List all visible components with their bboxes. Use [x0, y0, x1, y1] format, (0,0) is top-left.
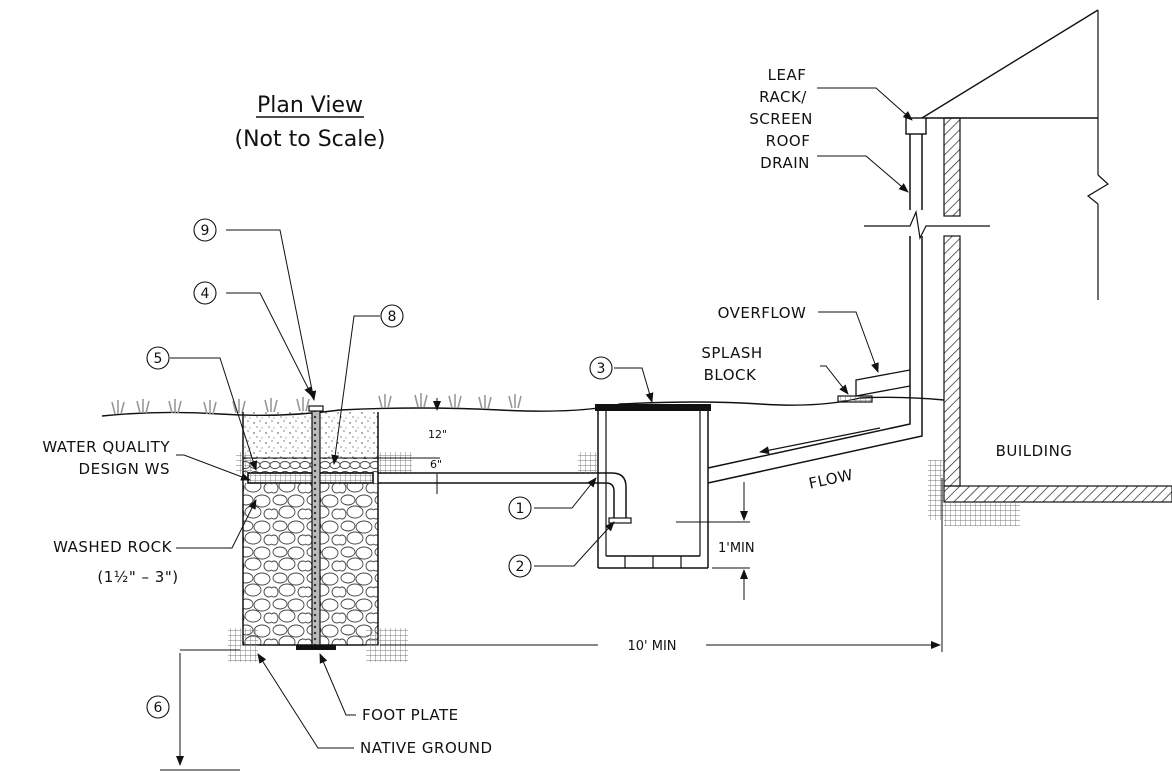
label-wq-2: DESIGN WS [79, 460, 170, 478]
label-building: BUILDING [996, 442, 1073, 460]
pipe-cap [308, 405, 324, 412]
leaf-rack-screen [905, 117, 927, 135]
title-group: Plan View (Not to Scale) [235, 93, 386, 152]
label-wq-1: WATER QUALITY [42, 438, 170, 456]
label-splash-1: SPLASH [701, 344, 762, 362]
label-leaf-1: LEAF [768, 66, 807, 84]
washed-rock-fill [243, 483, 378, 645]
observation-pipe [311, 407, 321, 646]
dim-6-in: 6" [430, 458, 442, 471]
callout-3: 3 [597, 361, 606, 377]
label-flow: FLOW [807, 466, 855, 493]
page-subtitle: (Not to Scale) [235, 127, 386, 152]
label-roof-drain-1: ROOF [766, 132, 811, 150]
label-native-ground: NATIVE GROUND [360, 739, 493, 757]
inlet-pipe [378, 472, 632, 524]
drywell [228, 405, 412, 662]
catch-basin-lid [595, 404, 711, 411]
callout-1: 1 [516, 501, 525, 517]
label-foot-plate: FOOT PLATE [362, 706, 459, 724]
label-leaf-3: SCREEN [749, 110, 813, 128]
label-splash-2: BLOCK [704, 366, 757, 384]
label-roof-drain-2: DRAIN [760, 154, 810, 172]
grass-tufts [111, 393, 522, 415]
page-title: Plan View [257, 93, 363, 118]
callout-5: 5 [154, 351, 163, 367]
ground-surface [101, 393, 945, 417]
callout-4: 4 [201, 286, 210, 302]
dim-12-in: 12" [428, 428, 447, 441]
filter-fabric [247, 472, 374, 484]
building [921, 9, 1172, 526]
elbow-outlet [608, 517, 632, 524]
catch-basin [578, 404, 711, 569]
label-overflow: OVERFLOW [718, 304, 807, 322]
label-leaf-2: RACK/ [759, 88, 807, 106]
callout-2: 2 [516, 559, 525, 575]
text-labels: LEAF RACK/ SCREEN ROOF DRAIN OVERFLOW SP… [42, 66, 1072, 757]
dim-1ft-min: 1'MIN [718, 541, 755, 556]
callouts [146, 218, 613, 719]
callout-6: 6 [154, 700, 163, 716]
callout-9: 9 [201, 223, 210, 239]
label-rock-1: WASHED ROCK [53, 538, 173, 556]
downspout-pipe [707, 117, 990, 484]
callout-numbers: 9 4 8 5 3 1 2 6 [154, 223, 606, 716]
splash-block [837, 395, 873, 403]
flow-arrow [759, 427, 881, 455]
label-rock-2: (1½" – 3") [97, 568, 178, 586]
leader-lines [170, 87, 913, 749]
dim-10ft-min: 10' MIN [627, 639, 676, 654]
foot-plate [296, 645, 336, 650]
callout-8: 8 [388, 309, 397, 325]
dimensions [160, 398, 943, 771]
